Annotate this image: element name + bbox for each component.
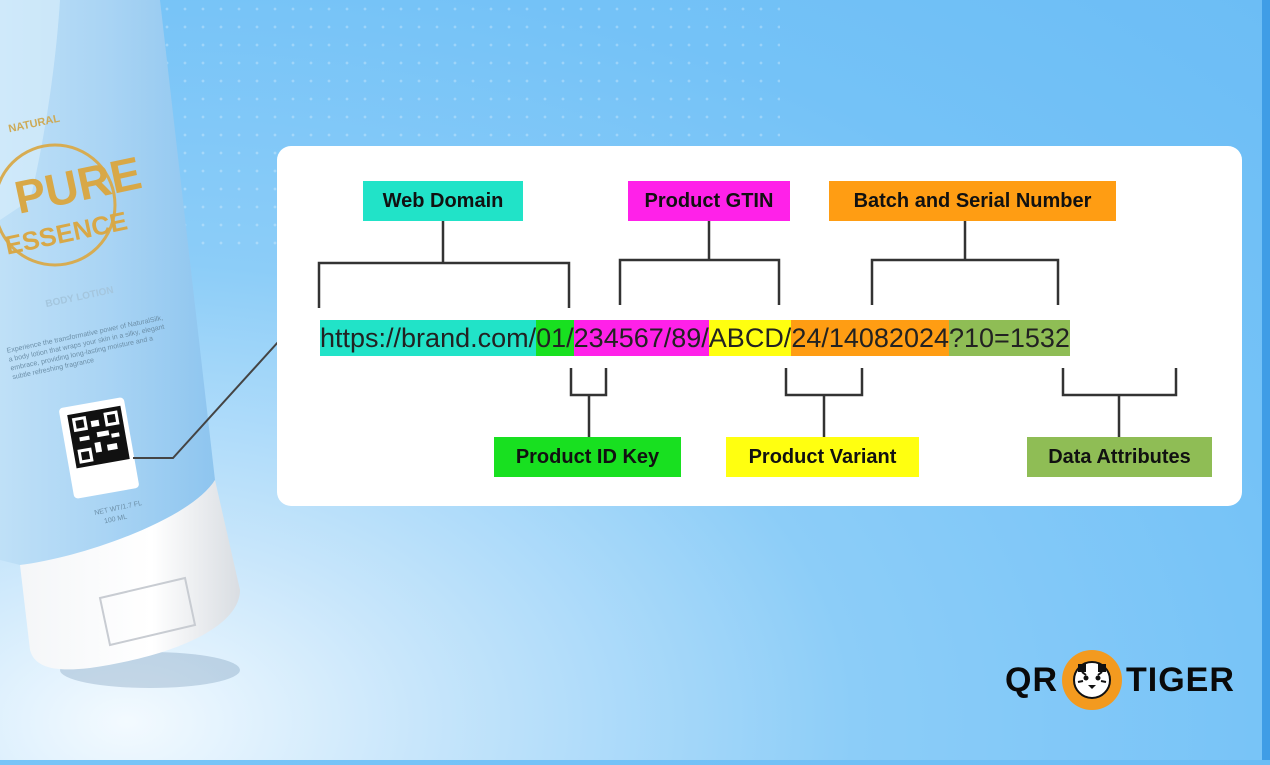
digital-link-url: https://brand.com/ 01/ 234567/89/ ABCD/ … [320, 320, 1070, 356]
qr-pointer-line [133, 319, 299, 459]
label-product-gtin: Product GTIN [628, 181, 790, 221]
right-edge-strip [1262, 0, 1270, 760]
url-attrs: ?10=1532 [949, 320, 1070, 356]
qr-tiger-logo: QR TIGER [1005, 645, 1235, 715]
url-domain: https://brand.com/ [320, 320, 537, 356]
label-product-variant: Product Variant [726, 437, 919, 477]
label-data-attributes: Data Attributes [1027, 437, 1212, 477]
logo-text-right: TIGER [1126, 660, 1235, 699]
lotion-tube: NATURAL PURE ESSENCE BODY LOTION Experie… [0, 0, 300, 760]
bracket-batch-serial [870, 221, 1060, 305]
logo-text-left: QR [1005, 660, 1058, 699]
url-id-key: 01/ [536, 320, 574, 356]
url-gtin: 234567/89/ [573, 320, 709, 356]
bracket-product-variant [784, 368, 864, 437]
bracket-product-id-key [569, 368, 608, 437]
label-web-domain: Web Domain [363, 181, 523, 221]
url-variant: ABCD/ [708, 320, 792, 356]
tiger-icon [1062, 650, 1122, 710]
url-batch: 24/14082024 [791, 320, 949, 356]
bracket-web-domain [317, 221, 571, 308]
label-product-id-key: Product ID Key [494, 437, 681, 477]
bracket-data-attributes [1061, 368, 1178, 437]
bracket-product-gtin [618, 221, 781, 305]
lotion-tube-drawing [0, 0, 240, 688]
label-batch-serial: Batch and Serial Number [829, 181, 1116, 221]
